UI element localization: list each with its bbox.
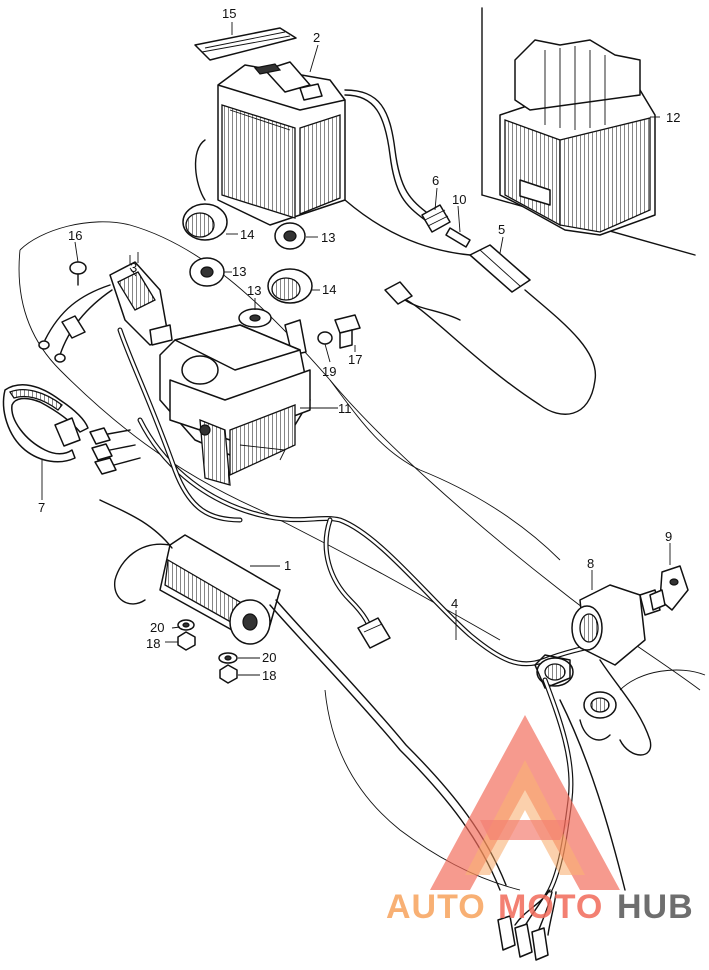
band	[2, 384, 89, 463]
callout-14a: 14	[240, 227, 254, 242]
callout-14b: 14	[322, 282, 336, 297]
callout-20b: 20	[262, 650, 276, 665]
nut-18-right	[219, 664, 238, 684]
bottom-terminals	[497, 889, 557, 961]
cushion-middle-right	[267, 268, 313, 304]
callout-9: 9	[665, 529, 672, 544]
washer-19	[317, 331, 333, 345]
callout-17: 17	[348, 352, 362, 367]
watermark-text-auto: AUTO	[386, 888, 486, 926]
callout-10: 10	[452, 192, 466, 207]
callout-18a: 18	[146, 636, 160, 651]
callout-13a: 13	[321, 230, 335, 245]
bolt	[334, 314, 361, 349]
ignition-switch	[571, 584, 661, 666]
battery	[217, 61, 346, 226]
callout-5: 5	[498, 222, 505, 237]
lamp-socket-upper	[534, 654, 574, 689]
battery-box	[159, 324, 311, 486]
bullet-connectors	[89, 427, 141, 475]
fuse-wire	[394, 289, 597, 415]
fuse	[445, 227, 471, 248]
key	[649, 565, 689, 611]
battery-tray	[499, 39, 656, 236]
rectifier-leads	[38, 284, 113, 363]
fuse-holder	[469, 244, 531, 293]
frame-outline	[18, 221, 706, 891]
callout-1: 1	[284, 558, 291, 573]
washer-20-right	[218, 652, 238, 664]
callout-labels: 15 2 12 6 10 5 14 13 16 3 13 14 13 17 19…	[38, 6, 680, 683]
callout-19: 19	[322, 364, 336, 379]
collar-middle-left	[189, 257, 225, 287]
watermark-text-hub: HUB	[617, 888, 694, 926]
watermark-logo: AUTO MOTO HUB	[386, 715, 694, 926]
callout-20a: 20	[150, 620, 164, 635]
callout-8: 8	[587, 556, 594, 571]
harness-coupler	[357, 617, 391, 649]
callout-16: 16	[68, 228, 82, 243]
leader-lines	[41, 22, 671, 676]
wire-connector	[384, 281, 461, 321]
callout-6: 6	[432, 173, 439, 188]
callout-13c: 13	[247, 283, 261, 298]
battery-lead	[194, 139, 206, 201]
watermark-emblem	[430, 715, 620, 890]
callout-13b: 13	[232, 264, 246, 279]
callout-7: 7	[38, 500, 45, 515]
lamp-socket-lower	[583, 691, 617, 719]
vent-tube	[344, 89, 431, 216]
washer-13	[238, 308, 272, 328]
callout-11: 11	[338, 401, 352, 416]
callout-15: 15	[222, 6, 236, 21]
callout-12: 12	[666, 110, 680, 125]
ignition-coil	[99, 499, 281, 645]
nut-18-left	[177, 631, 196, 651]
collar-upper-right	[274, 222, 306, 250]
watermark-text-moto: MOTO	[498, 888, 603, 926]
switch-leads	[579, 659, 652, 756]
screw	[69, 261, 87, 286]
battery-strap	[194, 27, 297, 61]
cushion-upper-left	[182, 203, 228, 241]
callout-4: 4	[451, 596, 458, 611]
callout-3: 3	[130, 260, 137, 275]
fuse-cap	[421, 204, 451, 233]
rectifier	[109, 252, 173, 346]
callout-18b: 18	[262, 668, 276, 683]
callout-2: 2	[313, 30, 320, 45]
washer-20-left	[177, 619, 195, 631]
